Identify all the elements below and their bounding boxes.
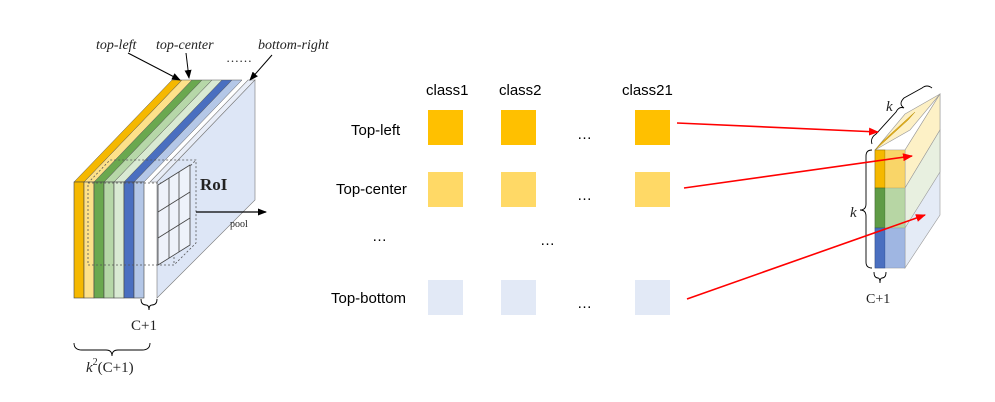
c1-brace-left (140, 298, 158, 311)
vertical-ellipsis-mid: … (540, 232, 555, 249)
layer-front-face (73, 181, 85, 299)
k-label-side: k (850, 205, 857, 221)
col-header-class1: class1 (426, 82, 469, 99)
layer-front-face (93, 181, 105, 299)
top-center-pointer (184, 52, 192, 79)
layer-front-face (83, 181, 95, 299)
layer-front-face (123, 181, 135, 299)
layer-front-face (113, 181, 125, 299)
arrow-top-center (683, 153, 913, 189)
col-header-class2: class2 (499, 82, 542, 99)
cell-top-bottom-class21 (635, 280, 670, 315)
block-front-c1-r2 (874, 187, 886, 229)
layer-front-face (103, 181, 115, 299)
pooled-output-block: k k C+1 (850, 85, 941, 307)
k2-label: k2(C+1) (86, 357, 134, 376)
bottom-right-pointer (249, 54, 273, 81)
block-front-c2-r1 (885, 150, 905, 188)
vertical-ellipsis-left: … (372, 228, 387, 245)
c1-label-right: C+1 (866, 292, 890, 307)
roi-label: RoI (200, 175, 228, 194)
row3-ellipsis: … (577, 295, 592, 312)
row-label-top-bottom: Top-bottom (331, 290, 406, 307)
layer-front-face (133, 181, 145, 299)
cell-top-left-class2 (501, 110, 536, 145)
block-front-c2-r3 (885, 228, 905, 268)
c1-brace-right (873, 271, 887, 284)
cell-top-left-class1 (428, 110, 463, 145)
top-center-label: top-center (156, 38, 214, 53)
top-left-label: top-left (96, 38, 138, 53)
block-front-c1-r1 (874, 149, 886, 189)
roi-dashed-depth (87, 159, 197, 266)
arrow-top-left (676, 122, 879, 136)
cell-top-center-class2 (501, 172, 536, 207)
cell-top-center-class1 (428, 172, 463, 207)
block-front-c2-r2 (885, 188, 905, 228)
cell-top-center-class21 (635, 172, 670, 207)
c1-label-left: C+1 (131, 318, 157, 334)
row-label-top-center: Top-center (336, 181, 407, 198)
k-brace-top (871, 85, 933, 145)
dots-label: …… (226, 50, 252, 65)
bottom-right-label: bottom-right (258, 38, 330, 53)
k-brace-side (859, 149, 873, 269)
roi-grid (157, 164, 191, 266)
row-label-top-left: Top-left (351, 122, 401, 139)
top-left-pointer (127, 52, 181, 81)
k2-brace (73, 342, 151, 357)
block-front-c1-r3 (874, 227, 886, 269)
cell-top-bottom-class1 (428, 280, 463, 315)
class-position-table: class1 class2 class21 Top-left Top-cente… (331, 82, 673, 315)
score-map-stack: RoI pool top-left top-center …… bottom-r… (73, 38, 330, 376)
row1-ellipsis: … (577, 126, 592, 143)
cell-top-left-class21 (635, 110, 670, 145)
pool-label: pool (230, 219, 248, 230)
cell-top-bottom-class2 (501, 280, 536, 315)
mapping-arrows (676, 122, 926, 300)
k-label-top: k (886, 99, 893, 115)
row2-ellipsis: … (577, 187, 592, 204)
block-top-strip (874, 111, 916, 151)
score-map-layers (73, 79, 243, 299)
col-header-class21: class21 (622, 82, 673, 99)
arrow-top-bottom (686, 214, 926, 300)
